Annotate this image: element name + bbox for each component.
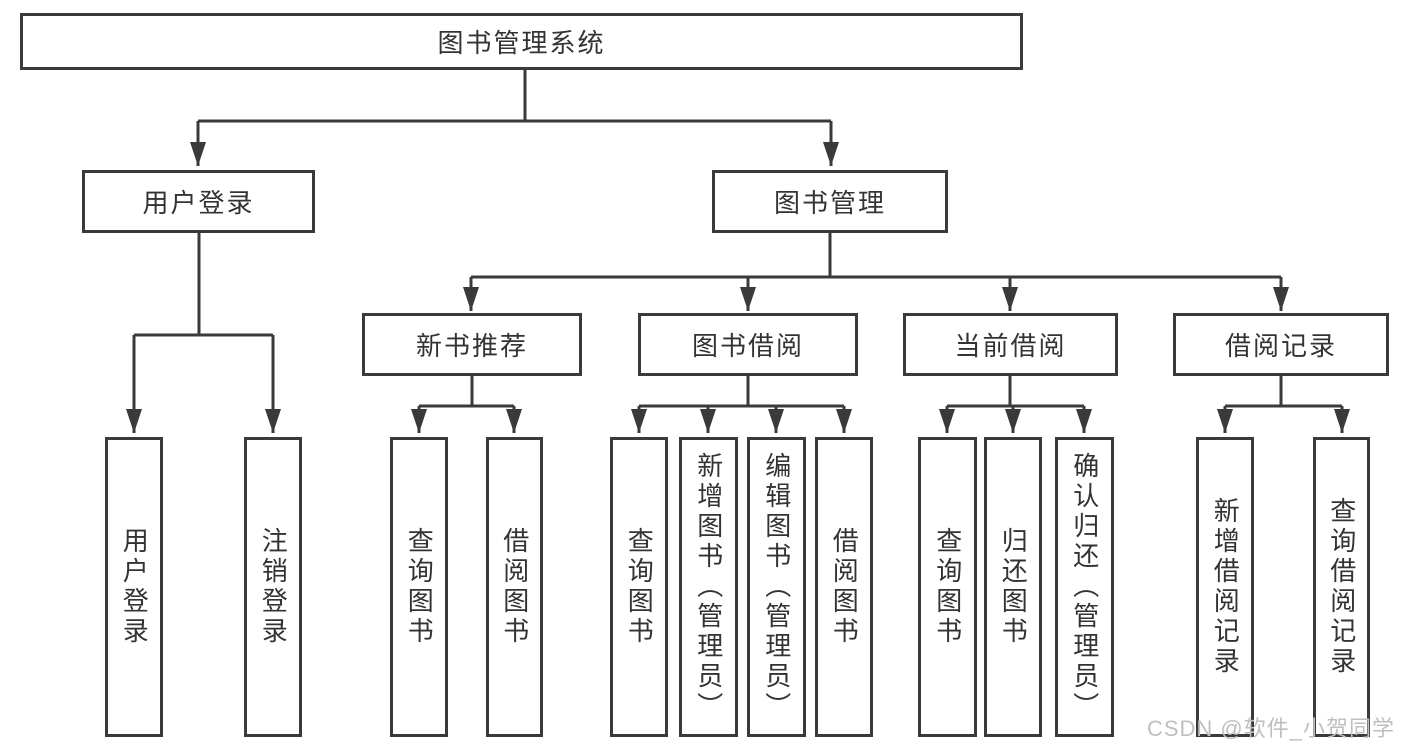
node-new-book-recommend: 新书推荐 (362, 313, 582, 376)
leaf-logout-label: 注销登录 (258, 527, 289, 647)
leaf-return-books-label: 归还图书 (998, 527, 1029, 647)
leaf-recommend-borrow-books: 借阅图书 (486, 437, 543, 737)
watermark: CSDN @软件_小贺同学 (1146, 716, 1395, 741)
leaf-borrow-books-label: 借阅图书 (829, 527, 860, 647)
leaf-add-book-admin-label: 新增图书（管理员） (693, 452, 724, 722)
leaf-add-borrow-record: 新增借阅记录 (1196, 437, 1254, 737)
leaf-edit-book-admin-label: 编辑图书（管理员） (761, 452, 792, 722)
leaf-borrowing-query-books: 查询图书 (610, 437, 668, 737)
leaf-query-borrow-record: 查询借阅记录 (1313, 437, 1370, 737)
leaf-user-login: 用户登录 (105, 437, 163, 737)
node-user-login-branch: 用户登录 (82, 170, 315, 233)
leaf-borrowing-query-books-label: 查询图书 (624, 527, 655, 647)
leaf-recommend-query-books: 查询图书 (390, 437, 448, 737)
leaf-user-login-label: 用户登录 (119, 527, 150, 647)
leaf-query-borrow-record-label: 查询借阅记录 (1326, 497, 1357, 677)
leaf-add-book-admin: 新增图书（管理员） (679, 437, 738, 737)
leaf-borrow-books: 借阅图书 (815, 437, 873, 737)
leaf-edit-book-admin: 编辑图书（管理员） (747, 437, 806, 737)
leaf-recommend-query-books-label: 查询图书 (404, 527, 435, 647)
leaf-current-query-books-label: 查询图书 (932, 527, 963, 647)
leaf-current-query-books: 查询图书 (918, 437, 977, 737)
node-book-borrowing: 图书借阅 (638, 313, 858, 376)
leaf-logout: 注销登录 (244, 437, 302, 737)
leaf-confirm-return-admin: 确认归还（管理员） (1055, 437, 1114, 737)
node-borrowing-records: 借阅记录 (1173, 313, 1389, 376)
node-current-borrowing: 当前借阅 (903, 313, 1118, 376)
leaf-recommend-borrow-books-label: 借阅图书 (499, 527, 530, 647)
leaf-confirm-return-admin-label: 确认归还（管理员） (1069, 452, 1100, 722)
node-book-management-branch: 图书管理 (712, 170, 948, 233)
leaf-add-borrow-record-label: 新增借阅记录 (1210, 497, 1241, 677)
node-library-system: 图书管理系统 (20, 13, 1023, 70)
leaf-return-books: 归还图书 (984, 437, 1042, 737)
